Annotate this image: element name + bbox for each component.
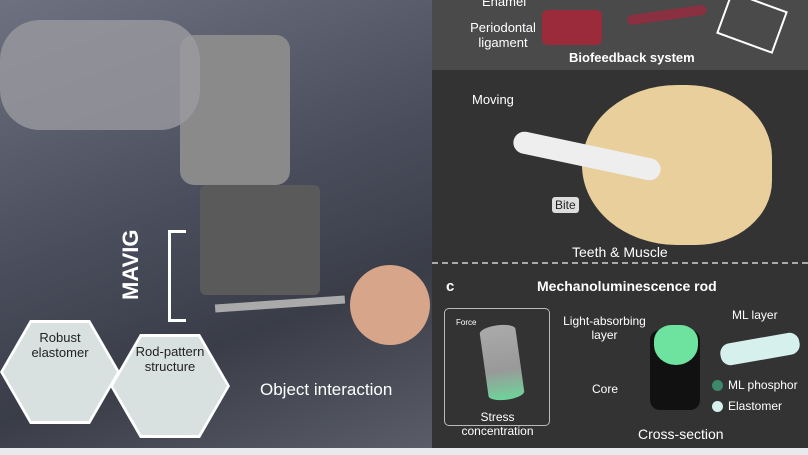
- elastomer-sheet: [718, 331, 802, 367]
- schematic-panel: Enamel Periodontal ligament Biofeedback …: [432, 0, 808, 448]
- biofeedback-title: Biofeedback system: [569, 50, 695, 65]
- panel-letter: c: [446, 278, 455, 295]
- robot-body: [0, 20, 200, 130]
- bite-label: Bite: [552, 197, 579, 213]
- force-label: Force: [456, 318, 477, 327]
- stress-label: Stress concentration: [461, 410, 534, 438]
- legend-swatch: [712, 379, 723, 391]
- ml-layer-surface: [654, 325, 698, 365]
- enamel-label: Enamel: [482, 0, 527, 9]
- hex-rod-pattern: Rod-pattern structure: [110, 334, 230, 438]
- stress-box: [444, 308, 550, 426]
- mavig-label: MAVIG: [118, 229, 143, 300]
- legend-elastomer: Elastomer: [712, 399, 782, 413]
- mavig-bracket: [168, 230, 186, 322]
- moving-label: Moving: [472, 92, 514, 107]
- teeth-muscle-label: Teeth & Muscle: [572, 244, 668, 260]
- robot-gripper: [200, 185, 320, 295]
- rod: [214, 295, 346, 313]
- divider: [432, 262, 808, 264]
- ml-layer-label: ML layer: [732, 308, 778, 322]
- hex-elastomer: Robust elastomer: [0, 320, 120, 424]
- tooth-icon: [542, 10, 602, 45]
- robot-photo: MAVIG Object interaction Robust elastome…: [0, 0, 432, 448]
- light-absorbing-label: Light-absorbing layer: [563, 314, 646, 342]
- core-label: Core: [592, 382, 619, 396]
- periodontal-label: Periodontal ligament: [470, 20, 536, 50]
- legend-ml-phosphor: ML phosphor: [712, 378, 798, 392]
- object-interaction-label: Object interaction: [260, 380, 393, 399]
- hand: [350, 265, 430, 345]
- biofeedback-band: [432, 0, 808, 70]
- panel-c-title: Mechanoluminescence rod: [537, 278, 717, 294]
- cross-section-label: Cross-section: [638, 426, 724, 442]
- bottom-bar: [0, 448, 808, 455]
- legend-swatch: [712, 400, 723, 412]
